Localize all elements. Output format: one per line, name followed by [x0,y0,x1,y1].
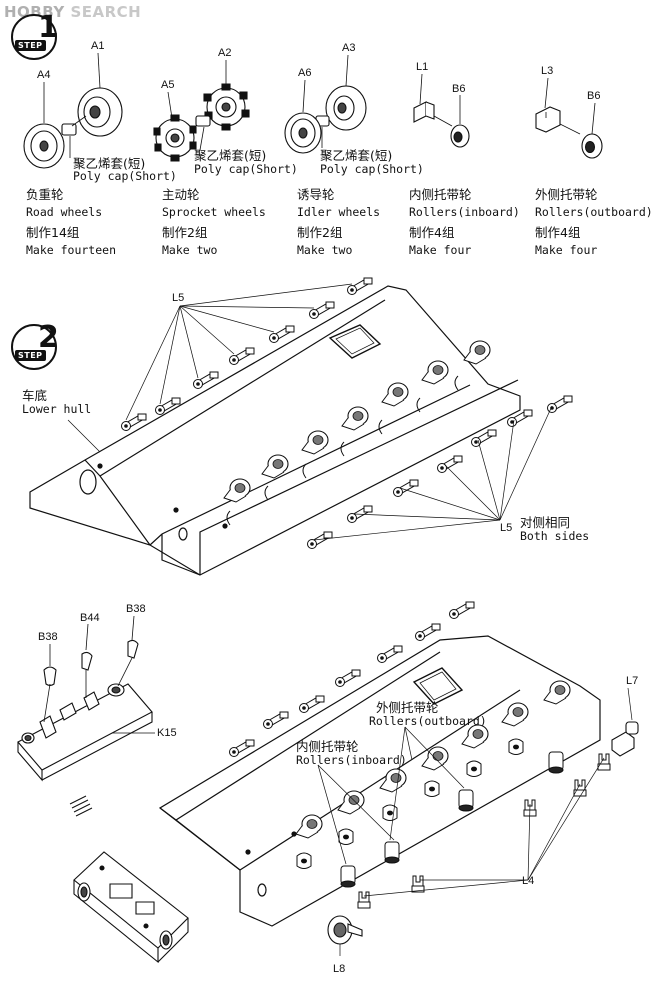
group-count-en: Make four [535,243,598,257]
polycap-en-2: Poly cap(Short) [194,162,298,176]
group-count-cn: 制作2组 [297,225,343,240]
part-b6-label-2: B6 [587,90,601,102]
outboard-en: Rollers(outboard) [369,714,487,728]
inboard-cn: 内侧托带轮 [296,739,359,754]
group-name-en: Idler wheels [297,205,381,219]
group-name-en: Rollers(inboard) [409,205,520,219]
group-name-en: Sprocket wheels [162,205,266,219]
part-b38-label-1: B38 [38,631,58,643]
rear-bottom-plate [74,852,188,962]
part-b38-label-2: B38 [126,603,146,615]
step2-lower-hull [30,286,520,575]
part-a2-label: A2 [218,47,232,59]
step2-l5-leader-lines [68,284,552,540]
group-rollers-inboard: 内侧托带轮 Rollers(inboard) 制作4组 Make four [409,184,520,257]
part-a3-label: A3 [342,42,356,54]
part-b6-label-1: B6 [452,83,466,95]
group-count-cn: 制作4组 [409,225,455,240]
part-l8-label: L8 [333,963,346,975]
group-name-cn: 外侧托带轮 [535,187,598,202]
l7-sprocket-housing [612,722,638,756]
part-a1-label: A1 [91,40,105,52]
group-name-cn: 主动轮 [162,187,200,202]
group-name-en: Rollers(outboard) [535,205,653,219]
group-count-en: Make two [162,243,218,257]
group-count-cn: 制作4组 [535,225,581,240]
step1-tag: STEP [15,40,46,51]
group-count-cn: 制作14组 [26,225,80,240]
part-l3-label: L3 [541,65,554,77]
watermark-text: SEARCH [70,3,142,21]
step2-badge [11,324,57,370]
group-idler-wheels: 诱导轮 Idler wheels 制作2组 Make two [297,184,380,257]
step2b-leader-lines [318,688,632,956]
group-rollers-outboard: 外侧托带轮 Rollers(outboard) 制作4组 Make four [535,184,653,257]
l8-idler-axle [328,916,362,944]
step1-leader-lines [44,53,595,158]
step1-badge [11,14,57,60]
polycap-cn-1: 聚乙烯套(短) [73,156,146,171]
step1-number: 1 [38,10,59,45]
group-count-en: Make fourteen [26,243,117,257]
watermark-logo: HOBBY [4,3,65,21]
l5-top-label: L5 [172,292,185,304]
lower-hull-cn: 车底 [22,388,48,403]
step1-inboard-roller-assembly [414,102,469,147]
group-count-en: Make four [409,243,472,257]
l5-side-label: L5 [500,522,513,534]
inboard-en: Rollers(inboard) [296,753,407,767]
group-name-en: Road wheels [26,205,103,219]
part-b44-label: B44 [80,612,100,624]
lower-hull-en: Lower hull [22,402,92,416]
part-l7-label: L7 [626,675,639,687]
part-l4-label: L4 [522,875,535,887]
both-sides-cn: 对侧相同 [520,515,571,530]
part-a5-label: A5 [161,79,175,91]
group-count-en: Make two [297,243,353,257]
outboard-cn: 外侧托带轮 [376,700,439,715]
step1-road-wheel-assembly [24,88,122,168]
k15-rear-plate [18,640,152,780]
polycap-cn-3: 聚乙烯套(短) [320,148,393,163]
arrow-icon [70,796,92,816]
part-k15-label: K15 [157,727,177,739]
step2-number: 2 [38,320,59,355]
polycap-en-3: Poly cap(Short) [320,162,424,176]
group-name-cn: 诱导轮 [297,187,335,202]
polycap-en-1: Poly cap(Short) [73,169,177,183]
step2-lower-hull-b [160,636,600,926]
part-l1-label: L1 [416,61,429,73]
hobby-search-watermark: HOBBY SEARCH [4,3,141,21]
group-road-wheels: 负重轮 Road wheels 制作14组 Make fourteen [26,184,116,257]
k15-leader-lines [44,616,155,733]
step2-tag: STEP [15,350,46,361]
group-sprocket-wheels: 主动轮 Sprocket wheels 制作2组 Make two [162,184,266,257]
step1-idler-assembly [285,86,366,153]
both-sides-en: Both sides [520,529,590,543]
group-name-cn: 负重轮 [26,187,64,202]
group-name-cn: 内侧托带轮 [409,187,472,202]
part-a6-label: A6 [298,67,312,79]
part-a4-label: A4 [37,69,51,81]
polycap-cn-2: 聚乙烯套(短) [194,148,267,163]
step1-outboard-roller-assembly [536,107,602,158]
group-count-cn: 制作2组 [162,225,208,240]
